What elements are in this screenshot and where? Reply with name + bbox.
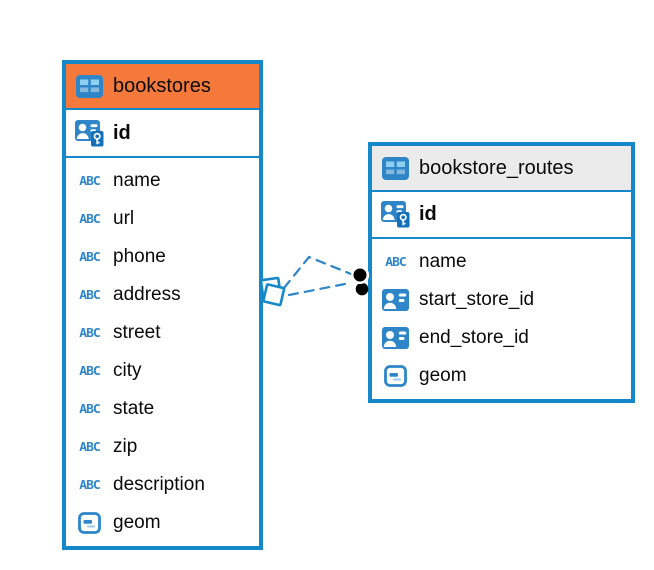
column-row[interactable]: ABC description [66,466,259,504]
column-row[interactable]: ABC zip [66,428,259,466]
column-name: street [113,322,161,343]
column-name: address [113,284,181,305]
column-name: zip [113,436,138,457]
column-name: name [419,251,467,272]
column-name: city [113,360,142,381]
reference-icon [381,327,410,349]
table-bookstores[interactable]: bookstores id ABC [62,60,263,550]
column-name: end_store_id [419,327,529,348]
column-row[interactable]: ABC street [66,314,259,352]
reference-icon [381,289,410,311]
text-type-icon: ABC [79,173,101,189]
relationship-line-upper[interactable] [282,255,353,290]
columns-list: ABC name start_store_id [372,239,631,399]
column-row[interactable]: ABC city [66,352,259,390]
column-name: start_store_id [419,289,535,310]
text-type-icon: ABC [79,249,101,265]
table-icon [75,74,104,98]
table-bookstore-routes[interactable]: bookstore_routes id ABC [368,142,635,403]
column-row[interactable]: ABC state [66,390,259,428]
text-type-icon: ABC [79,477,101,493]
column-row[interactable]: geom [66,504,259,542]
column-name: id [113,121,131,144]
table-title: bookstore_routes [419,156,574,179]
table-bookstores-header[interactable]: bookstores [66,64,259,108]
relationship-target-marker[interactable] [350,265,370,296]
table-title: bookstores [113,74,211,97]
text-type-icon: ABC [79,287,101,303]
columns-list: ABC name ABC url ABC phone ABC address A… [66,158,259,546]
column-name: id [419,203,437,225]
text-type-icon: ABC [79,325,101,341]
column-name: name [113,170,161,191]
column-name: geom [113,512,161,533]
text-type-icon: ABC [79,401,101,417]
text-type-icon: ABC [385,254,407,270]
column-name: geom [419,365,467,386]
geometry-icon [75,512,104,534]
column-row[interactable]: ABC url [66,200,259,238]
text-type-icon: ABC [79,211,101,227]
column-name: url [113,208,135,229]
relationship-source-marker[interactable] [259,276,286,307]
column-row[interactable]: ABC name [66,162,259,200]
table-icon [381,156,410,180]
column-name: state [113,398,155,419]
text-type-icon: ABC [79,363,101,379]
geometry-icon [381,365,410,387]
column-row[interactable]: ABC address [66,276,259,314]
primary-key-icon [75,119,104,147]
table-bookstore-routes-header[interactable]: bookstore_routes [372,146,631,190]
primary-key-icon [381,201,410,228]
column-row[interactable]: start_store_id [372,281,631,319]
text-type-icon: ABC [79,439,101,455]
relationship-line-lower[interactable] [287,281,352,297]
column-row[interactable]: end_store_id [372,319,631,357]
column-name: description [113,474,205,495]
column-row-id[interactable]: id [372,190,631,239]
column-row[interactable]: geom [372,357,631,395]
column-row[interactable]: ABC name [372,243,631,281]
column-row-id[interactable]: id [66,108,259,158]
column-row[interactable]: ABC phone [66,238,259,276]
column-name: phone [113,246,166,267]
